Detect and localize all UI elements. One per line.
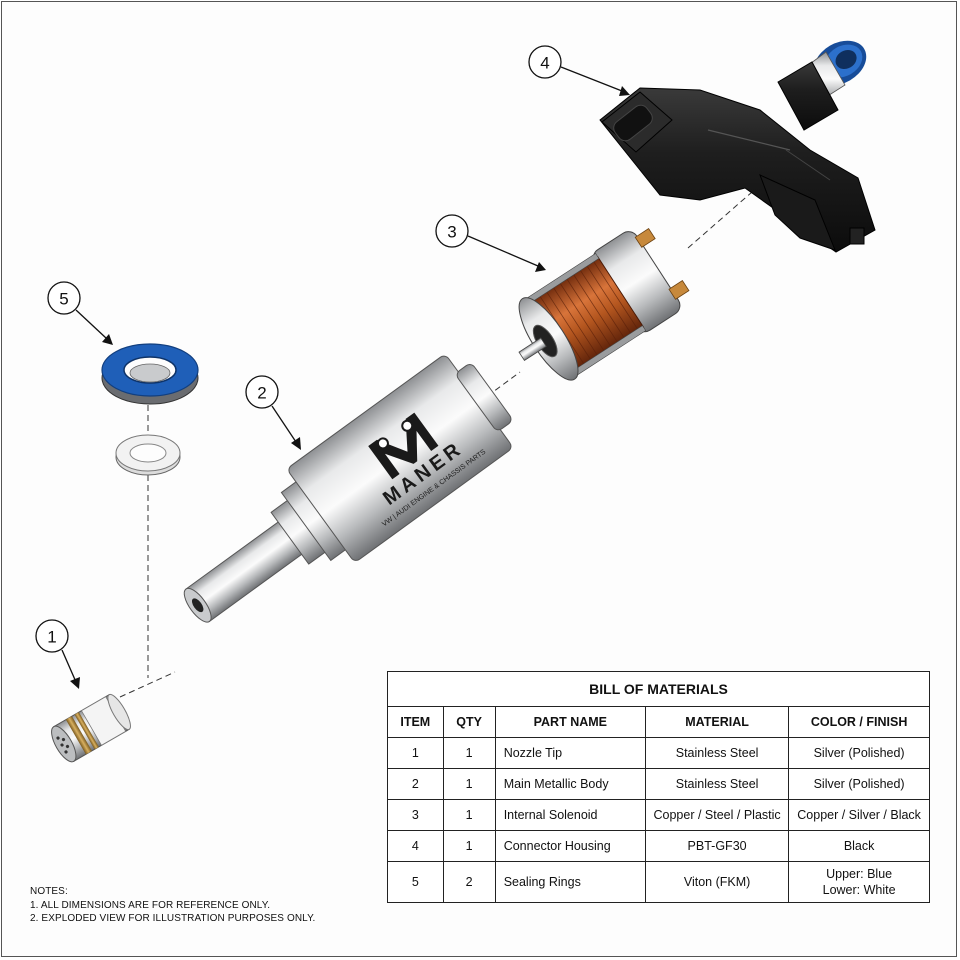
bom-cell-part-name: Internal Solenoid bbox=[495, 799, 646, 831]
bom-cell-item: 3 bbox=[388, 799, 444, 831]
connector-housing-part bbox=[599, 40, 876, 253]
bom-cell-item: 5 bbox=[388, 861, 444, 902]
svg-text:2: 2 bbox=[257, 384, 266, 403]
bom-cell-finish: Black bbox=[788, 830, 929, 862]
callout-4: 4 bbox=[528, 45, 630, 96]
bom-header-part-name: PART NAME bbox=[495, 707, 646, 738]
bom-cell-material: Stainless Steel bbox=[645, 737, 790, 769]
callout-2: 2 bbox=[245, 375, 301, 450]
callout-5: 5 bbox=[47, 281, 113, 345]
main-metallic-body-part: MANER VW | AUDI ENGINE & CHASSIS PARTS bbox=[183, 355, 512, 623]
bom-cell-item: 1 bbox=[388, 737, 444, 769]
callout-1: 1 bbox=[35, 619, 80, 689]
bom-cell-qty: 1 bbox=[443, 768, 496, 800]
bom-cell-item: 2 bbox=[388, 768, 444, 800]
drawing-notes: NOTES: 1. ALL DIMENSIONS ARE FOR REFEREN… bbox=[30, 885, 315, 926]
bom-header-item: ITEM bbox=[388, 707, 444, 738]
bom-title: BILL OF MATERIALS bbox=[388, 672, 929, 707]
bom-cell-material: Stainless Steel bbox=[645, 768, 790, 800]
bom-header-material: MATERIAL bbox=[645, 707, 790, 738]
bom-finish-lower: Lower: White bbox=[822, 883, 896, 897]
bom-header-row: ITEM QTY PART NAME MATERIAL COLOR / FINI… bbox=[388, 707, 929, 738]
svg-text:1: 1 bbox=[47, 628, 56, 647]
bom-header-qty: QTY bbox=[443, 707, 496, 738]
nozzle-tip-part bbox=[51, 693, 131, 763]
bom-row: 4 1 Connector Housing PBT-GF30 Black bbox=[388, 830, 929, 862]
notes-heading: NOTES: bbox=[30, 886, 68, 897]
bom-finish-upper: Upper: Blue bbox=[826, 867, 893, 881]
svg-text:5: 5 bbox=[59, 290, 68, 309]
bom-cell-qty: 1 bbox=[443, 737, 496, 769]
bom-cell-qty: 1 bbox=[443, 799, 496, 831]
bom-cell-finish: Upper: Blue Lower: White bbox=[789, 862, 929, 903]
bom-row: 3 1 Internal Solenoid Copper / Steel / P… bbox=[388, 799, 929, 831]
bom-cell-material: PBT-GF30 bbox=[645, 830, 790, 862]
bom-cell-part-name: Sealing Rings bbox=[495, 861, 646, 902]
bom-cell-part-name: Connector Housing bbox=[495, 830, 646, 862]
bom-cell-qty: 1 bbox=[443, 830, 496, 862]
bom-row: 2 1 Main Metallic Body Stainless Steel S… bbox=[388, 768, 929, 800]
bom-cell-material: Copper / Steel / Plastic bbox=[645, 799, 790, 831]
bom-cell-material: Viton (FKM) bbox=[645, 861, 790, 902]
bom-cell-finish: Copper / Silver / Black bbox=[788, 799, 929, 831]
svg-text:4: 4 bbox=[540, 54, 549, 73]
bom-cell-finish: Silver (Polished) bbox=[788, 768, 929, 800]
bom-row: 5 2 Sealing Rings Viton (FKM) Upper: Blu… bbox=[388, 861, 929, 903]
sealing-rings-part bbox=[101, 343, 199, 476]
note-line-2: 2. EXPLODED VIEW FOR ILLUSTRATION PURPOS… bbox=[30, 913, 316, 924]
bom-cell-item: 4 bbox=[388, 830, 444, 862]
note-line-1: 1. ALL DIMENSIONS ARE FOR REFERENCE ONLY… bbox=[30, 899, 271, 911]
bom-cell-qty: 2 bbox=[443, 861, 496, 902]
bill-of-materials-table: BILL OF MATERIALS ITEM QTY PART NAME MAT… bbox=[387, 671, 930, 903]
bom-cell-part-name: Nozzle Tip bbox=[495, 737, 646, 769]
bom-row: 1 1 Nozzle Tip Stainless Steel Silver (P… bbox=[388, 737, 929, 769]
bom-cell-part-name: Main Metallic Body bbox=[495, 768, 646, 800]
bom-cell-finish: Silver (Polished) bbox=[788, 737, 929, 769]
maner-logo-icon bbox=[368, 412, 439, 480]
internal-solenoid-part bbox=[518, 228, 690, 381]
callout-3: 3 bbox=[435, 214, 546, 272]
svg-text:3: 3 bbox=[447, 223, 456, 242]
bom-header-color-finish: COLOR / FINISH bbox=[788, 707, 929, 738]
